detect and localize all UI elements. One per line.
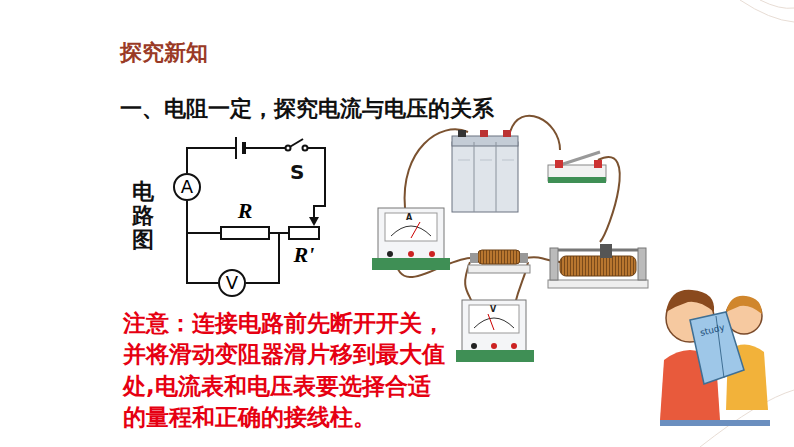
ammeter-device [411,222,420,238]
battery-box [458,160,514,161]
rheostat-device [560,256,636,276]
battery-box [503,130,511,137]
switch-symbol [303,146,308,151]
battery-box [452,136,518,146]
voltmeter-device [474,318,514,328]
section-heading: 一、电阻一定，探究电流与电压的关系 [120,98,494,120]
ammeter-device [391,226,431,236]
rheostat-symbol: R' [288,226,320,240]
rheostat-device [550,248,558,280]
voltmeter-device [491,343,497,349]
battery-box [452,142,518,212]
slider-arrow [309,217,319,226]
battery-box [458,160,470,161]
voltmeter-device [471,343,477,349]
rheostat-device [548,244,648,288]
knife-switch [555,160,563,168]
resistor-symbol: R [220,226,270,240]
meter-face-label: V [490,306,496,314]
voltmeter-device [456,300,534,362]
ammeter-device [429,251,435,257]
battery-box [474,142,475,212]
battery-box [480,130,488,137]
ammeter-device [387,251,393,257]
decoration [740,0,794,22]
meter-letter: A [175,175,199,199]
battery-symbol [242,142,246,154]
component-label: R [238,200,253,222]
switch-symbol [286,146,291,151]
voltmeter-device [511,343,517,349]
knife-switch [548,177,606,183]
resistor-device [468,265,530,273]
kids-reading [666,290,714,312]
rheostat-device [548,280,648,288]
meter-letter: V [220,271,244,295]
switch-label: S [290,162,304,182]
schematic-wire [244,147,287,149]
battery-symbol [236,137,244,159]
decoration [760,0,794,8]
battery-box [458,130,466,137]
battery-box [452,130,518,212]
kids-reading [660,420,770,426]
voltmeter-device [469,305,519,333]
ammeter-device [372,208,450,270]
battery-symbol [235,137,237,159]
schematic-wire [187,148,236,173]
voltmeter-device [456,350,534,362]
rheostat-device [600,244,612,258]
ammeter-symbol: A [173,173,201,201]
ammeter-device [372,258,450,270]
kids-reading [660,290,770,426]
slide-title: 探究新知 [120,38,208,68]
ammeter-device [385,213,437,241]
voltmeter-device [462,300,526,352]
resistor-device [468,250,530,273]
meter-face-label: A [406,214,412,222]
vertical-caption: 电路图 [132,180,154,253]
schematic-wire [187,148,325,218]
schematic-wire [305,148,325,218]
ammeter-device [378,208,444,260]
circuit-wire [187,201,220,233]
rheostat-device [556,249,642,252]
switch-symbol [286,139,308,151]
resistor-device [520,253,528,263]
resistor-device [478,250,520,264]
kids-reading [690,312,744,384]
rheostat-device [638,248,646,280]
ammeter-device [408,251,414,257]
battery-box [502,160,514,161]
circuit-wire [246,233,288,283]
warning-note: 注意：连接电路前先断开开关，并将滑动变阻器滑片移到最大值处,电流表和电压表要选择… [123,308,453,433]
battery-box [480,160,492,161]
knife-switch [548,152,606,183]
kids-reading [726,296,762,314]
voltmeter-device [488,314,494,330]
circuit-wire [187,201,218,283]
resistor-device [470,253,478,263]
knife-switch [594,160,602,168]
voltmeter-symbol: V [218,269,246,297]
component-label: R' [294,244,315,266]
battery-box [496,142,497,212]
